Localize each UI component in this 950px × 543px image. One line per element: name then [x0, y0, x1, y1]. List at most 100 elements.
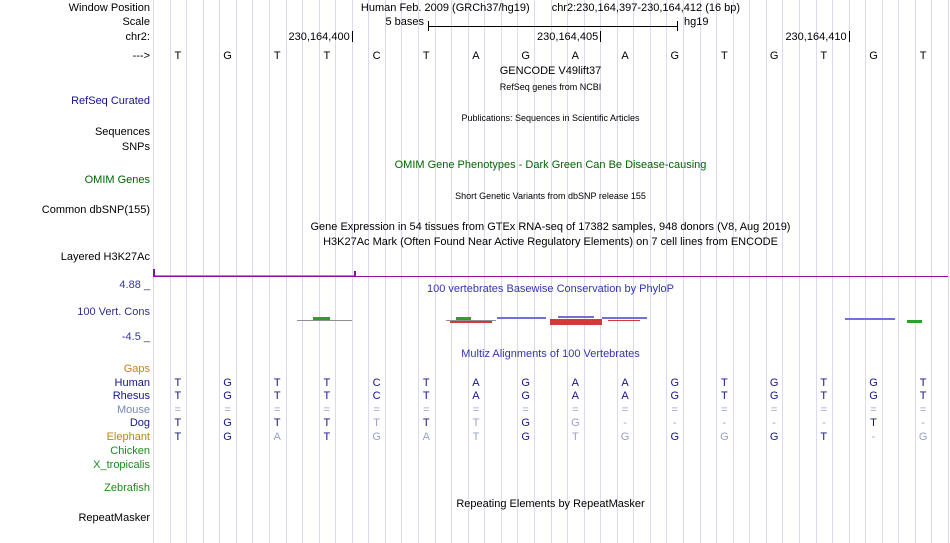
- sequence-base: T: [273, 50, 281, 62]
- multiz-base: =: [770, 404, 778, 416]
- sequence-base: A: [472, 50, 480, 62]
- multiz-species-human[interactable]: Human: [114, 377, 150, 389]
- sequence-base: G: [670, 50, 679, 62]
- multiz-base: A: [273, 431, 281, 443]
- position-range: chr2:230,164,397-230,164,412 (16 bp): [551, 2, 741, 14]
- scale-bar-tick-left: [428, 21, 429, 31]
- gridline: [351, 0, 353, 543]
- multiz-base: G: [720, 431, 729, 443]
- multiz-base: G: [769, 377, 779, 389]
- multiz-base: T: [721, 377, 728, 389]
- track-label-refseq-curated[interactable]: RefSeq Curated: [71, 95, 150, 107]
- multiz-base: A: [571, 377, 580, 389]
- multiz-base: G: [521, 417, 530, 429]
- gridline: [186, 0, 188, 543]
- conservation-mark: [313, 317, 330, 320]
- multiz-base: =: [621, 404, 629, 416]
- gridline: [798, 0, 800, 543]
- multiz-base: =: [721, 404, 728, 416]
- multiz-base: G: [521, 431, 530, 443]
- gridline: [285, 0, 287, 543]
- multiz-base: =: [423, 404, 430, 416]
- multiz-species-zebrafish[interactable]: Zebrafish: [104, 482, 150, 494]
- multiz-base: T: [174, 390, 182, 402]
- multiz-species-rhesus[interactable]: Rhesus: [112, 390, 150, 402]
- multiz-species-mouse[interactable]: Mouse: [116, 404, 150, 416]
- gridline: [401, 0, 403, 543]
- gridline: [583, 0, 585, 543]
- gridline: [517, 0, 519, 543]
- multiz-base: T: [422, 377, 430, 389]
- gridline: [699, 0, 701, 543]
- gridline: [683, 0, 684, 543]
- multiz-base: =: [919, 404, 927, 416]
- multiz-species-gaps[interactable]: Gaps: [123, 363, 150, 375]
- multiz-base: G: [670, 431, 679, 443]
- gridline: [268, 0, 270, 543]
- sequence-base: T: [919, 50, 927, 62]
- sequence-base: T: [820, 50, 828, 62]
- multiz-base: G: [670, 377, 679, 389]
- multiz-base: T: [820, 390, 828, 402]
- track-label-repeatmasker[interactable]: RepeatMasker: [78, 512, 150, 524]
- publications-title: Publications: Sequences in Scientific Ar…: [461, 113, 640, 123]
- multiz-base: T: [820, 431, 828, 443]
- multiz-base: -: [921, 417, 925, 429]
- scale-bar-line: [428, 26, 677, 27]
- gridline: [567, 0, 569, 543]
- multiz-species-chicken[interactable]: Chicken: [110, 445, 150, 457]
- multiz-species-x_tropicalis[interactable]: X_tropicalis: [93, 459, 150, 471]
- gridline: [749, 0, 751, 543]
- h3k27ac-signal-peak: [354, 271, 356, 277]
- multiz-base: T: [323, 390, 331, 402]
- coordinate-label: 230,164,410: [785, 31, 847, 43]
- multiz-base: -: [871, 431, 876, 443]
- multiz-base: G: [769, 390, 779, 402]
- sequence-base: G: [223, 50, 232, 62]
- multiz-base: -: [821, 417, 826, 429]
- track-label-100-vert-cons[interactable]: 100 Vert. Cons: [77, 306, 150, 318]
- multiz-base: G: [769, 431, 779, 443]
- gridline: [865, 0, 867, 543]
- coordinate-label: 230,164,400: [288, 31, 350, 43]
- track-label-snps[interactable]: SNPs: [121, 141, 150, 153]
- gridline: [616, 0, 618, 543]
- conservation-mark: [608, 320, 640, 321]
- conservation-mark: [907, 320, 922, 323]
- multiz-base: A: [472, 377, 480, 389]
- multiz-base: T: [323, 431, 331, 443]
- scale-value: 5 bases: [385, 16, 424, 28]
- gridline: [765, 0, 767, 543]
- sequence-base: T: [323, 50, 331, 62]
- gridline: [782, 0, 784, 543]
- multiz-base: G: [223, 390, 232, 402]
- track-label-sequences[interactable]: Sequences: [94, 126, 150, 138]
- multiz-species-dog[interactable]: Dog: [129, 417, 150, 429]
- multiz-base: T: [870, 417, 877, 429]
- gridline: [451, 0, 453, 543]
- track-label-omim-genes[interactable]: OMIM Genes: [84, 174, 150, 186]
- gridline: [202, 0, 204, 543]
- multiz-species-elephant[interactable]: Elephant: [106, 431, 150, 443]
- chrom-label: chr2:: [125, 31, 150, 43]
- multiz-base: G: [869, 377, 878, 389]
- multiz-base: =: [323, 404, 331, 416]
- conservation-mark: [550, 319, 602, 325]
- gridline: [716, 0, 718, 543]
- gridline: [533, 0, 535, 543]
- multiz-base: G: [223, 417, 232, 429]
- multiz-base: G: [372, 431, 381, 443]
- multiz-base: -: [672, 417, 677, 429]
- track-label-layered-h3k27ac[interactable]: Layered H3K27Ac: [60, 251, 150, 263]
- multiz-base: T: [273, 390, 281, 402]
- gridline: [815, 0, 817, 543]
- coordinate-tick: [600, 31, 602, 42]
- sequence-base: T: [174, 50, 182, 62]
- gridline: [881, 0, 883, 543]
- window-position-label: Window Position: [68, 2, 150, 14]
- sequence-base: G: [869, 50, 878, 62]
- multiz-base: A: [422, 431, 430, 443]
- track-label-common-dbsnp[interactable]: Common dbSNP(155): [41, 204, 150, 216]
- multiz-base: T: [422, 390, 430, 402]
- coordinate-tick: [351, 31, 353, 42]
